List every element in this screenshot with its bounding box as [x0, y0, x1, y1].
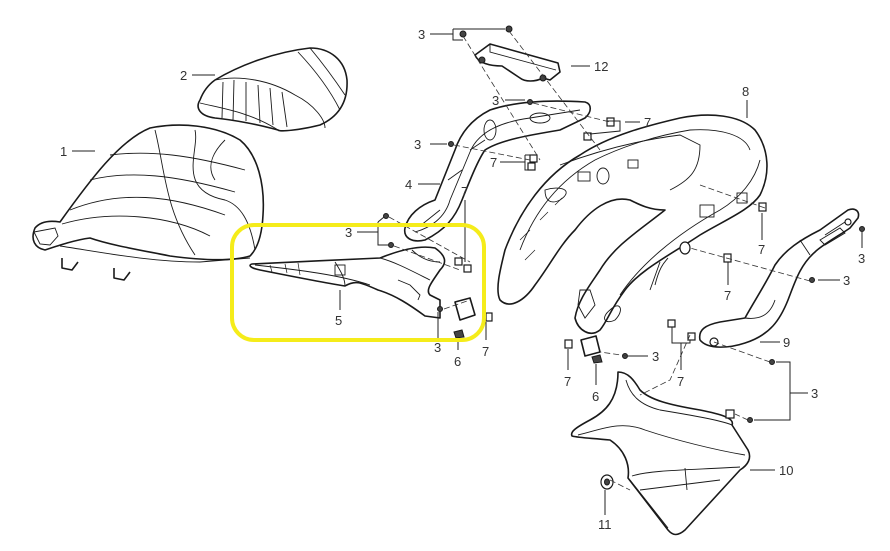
callout-7[interactable]: 7 [461, 184, 468, 199]
callout-3[interactable]: 3 [843, 273, 850, 288]
callout-3[interactable]: 3 [858, 251, 865, 266]
clip-6 [591, 354, 603, 364]
speed-nut-7 [527, 162, 536, 171]
callouts: 1 2 3 3 3 3 3 3 3 3 3 4 5 6 6 7 7 7 7 7 … [60, 27, 865, 532]
callout-3[interactable]: 3 [434, 340, 441, 355]
callout-7[interactable]: 7 [677, 374, 684, 389]
clip-6 [453, 329, 465, 339]
callout-12[interactable]: 12 [594, 59, 608, 74]
speed-nut-7 [454, 257, 463, 266]
part-1-rider-seat[interactable] [32, 124, 265, 281]
callout-7[interactable]: 7 [758, 242, 765, 257]
callout-7[interactable]: 7 [564, 374, 571, 389]
callout-7[interactable]: 7 [490, 155, 497, 170]
callout-3[interactable]: 3 [652, 349, 659, 364]
part-12-bracket-plate[interactable] [474, 43, 561, 82]
callout-2[interactable]: 2 [180, 68, 187, 83]
callout-3[interactable]: 3 [492, 93, 499, 108]
screw-3 [437, 306, 443, 312]
callout-3[interactable]: 3 [414, 137, 421, 152]
assembly-lines [388, 30, 811, 491]
part-5-left-side-cover[interactable] [249, 246, 446, 319]
callout-8[interactable]: 8 [742, 84, 749, 99]
speed-nut-7 [687, 332, 696, 341]
callout-11[interactable]: 11 [598, 517, 612, 532]
screw-3 [448, 141, 454, 147]
speed-nut-7 [606, 117, 615, 127]
bracket [580, 335, 601, 357]
highlight-box-part-5 [230, 223, 486, 342]
screw-3 [809, 277, 815, 283]
speed-nut-7 [485, 312, 493, 322]
screw-3 [383, 213, 389, 219]
speed-nut-7 [667, 319, 676, 328]
screw-3 [459, 30, 467, 38]
callout-3[interactable]: 3 [418, 27, 425, 42]
callout-4[interactable]: 4 [405, 177, 412, 192]
callout-6[interactable]: 6 [592, 389, 599, 404]
callout-7[interactable]: 7 [644, 115, 651, 130]
leader-lines [72, 28, 863, 515]
part-10-right-side-cover[interactable] [570, 371, 751, 536]
callout-7[interactable]: 7 [724, 288, 731, 303]
callout-1[interactable]: 1 [60, 144, 67, 159]
part-9-right-grab-rail-trim[interactable] [698, 208, 860, 348]
part-2-passenger-seat[interactable] [197, 47, 348, 132]
speed-nut-7 [529, 154, 538, 163]
callout-3[interactable]: 3 [811, 386, 818, 401]
screw-3 [388, 242, 394, 248]
screw-3 [747, 417, 753, 423]
callout-5[interactable]: 5 [335, 313, 342, 328]
screw-3 [505, 25, 513, 33]
callout-3[interactable]: 3 [345, 225, 352, 240]
part-11-rubber-damper[interactable] [600, 474, 614, 490]
speed-nut-7 [564, 339, 573, 349]
callout-10[interactable]: 10 [779, 463, 793, 478]
speed-nut-7 [463, 264, 472, 273]
bracket [454, 297, 476, 321]
callout-6[interactable]: 6 [454, 354, 461, 369]
screw-3 [527, 99, 533, 105]
callout-9[interactable]: 9 [783, 335, 790, 350]
part-8-rear-tail-cowl[interactable] [497, 114, 768, 334]
screw-3 [859, 226, 865, 232]
screw-3 [769, 359, 775, 365]
callout-7[interactable]: 7 [482, 344, 489, 359]
